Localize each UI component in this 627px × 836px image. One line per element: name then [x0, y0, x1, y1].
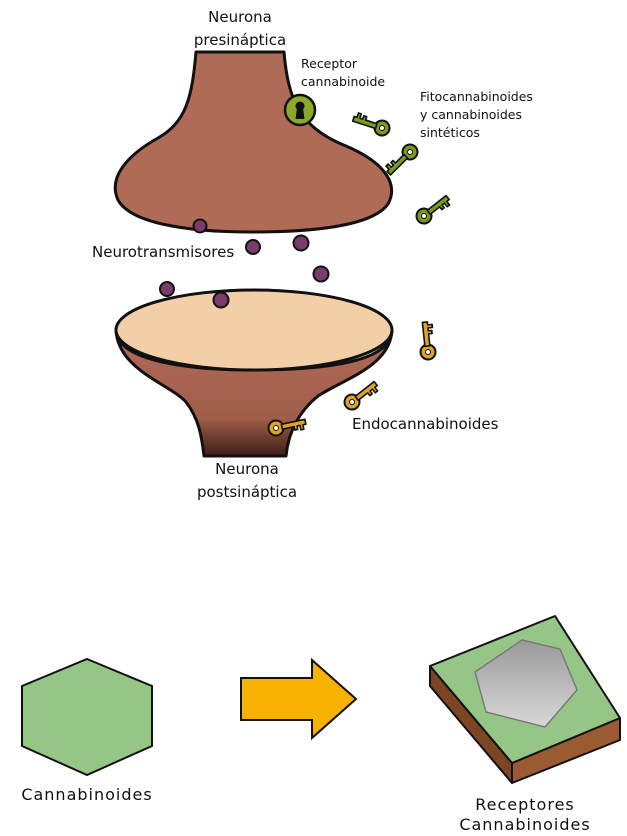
- receptors-label-line1: Receptores: [475, 795, 575, 814]
- neurotransmitter-dot: [160, 282, 174, 296]
- receptor-box: [430, 616, 620, 783]
- neurotransmitter-dot: [246, 240, 260, 254]
- neurotransmitter-dot: [194, 220, 207, 233]
- endo-key-icon: [417, 321, 436, 360]
- phyto-key-icon: [351, 112, 391, 138]
- neurotransmitter-dot: [214, 293, 229, 308]
- postsynaptic-label-line2: postsináptica: [197, 483, 297, 501]
- receptor-label-line2: cannabinoide: [301, 74, 385, 89]
- endo-key-icon: [341, 378, 380, 413]
- postsynaptic-label-line1: Neurona: [215, 460, 279, 478]
- neurotransmitter-dot: [314, 267, 329, 282]
- phyto-label-line2: y cannabinoides: [420, 107, 522, 122]
- receptors-label-line2: Cannabinoides: [459, 815, 590, 834]
- phyto-label-line3: sintéticos: [420, 125, 480, 140]
- right-arrow-icon: [241, 660, 356, 738]
- keyhole-lock-icon: [285, 95, 315, 125]
- phyto-key-icon: [413, 192, 452, 227]
- phyto-label-line1: Fitocannabinoides: [420, 89, 533, 104]
- neurotransmitter-dot: [294, 236, 309, 251]
- receptor-label-line1: Receptor: [301, 56, 358, 71]
- presynaptic-label-line1: Neurona: [208, 8, 272, 26]
- endocannabinoids-label: Endocannabinoides: [352, 415, 499, 433]
- neurotransmitters-label: Neurotransmisores: [92, 243, 234, 261]
- postsynaptic-membrane: [116, 290, 392, 370]
- cannabinoid-hexagon: [22, 659, 152, 775]
- phyto-key-icon: [383, 141, 420, 178]
- presynaptic-label-line2: presináptica: [194, 31, 286, 49]
- cannabinoids-label: Cannabinoides: [21, 785, 152, 804]
